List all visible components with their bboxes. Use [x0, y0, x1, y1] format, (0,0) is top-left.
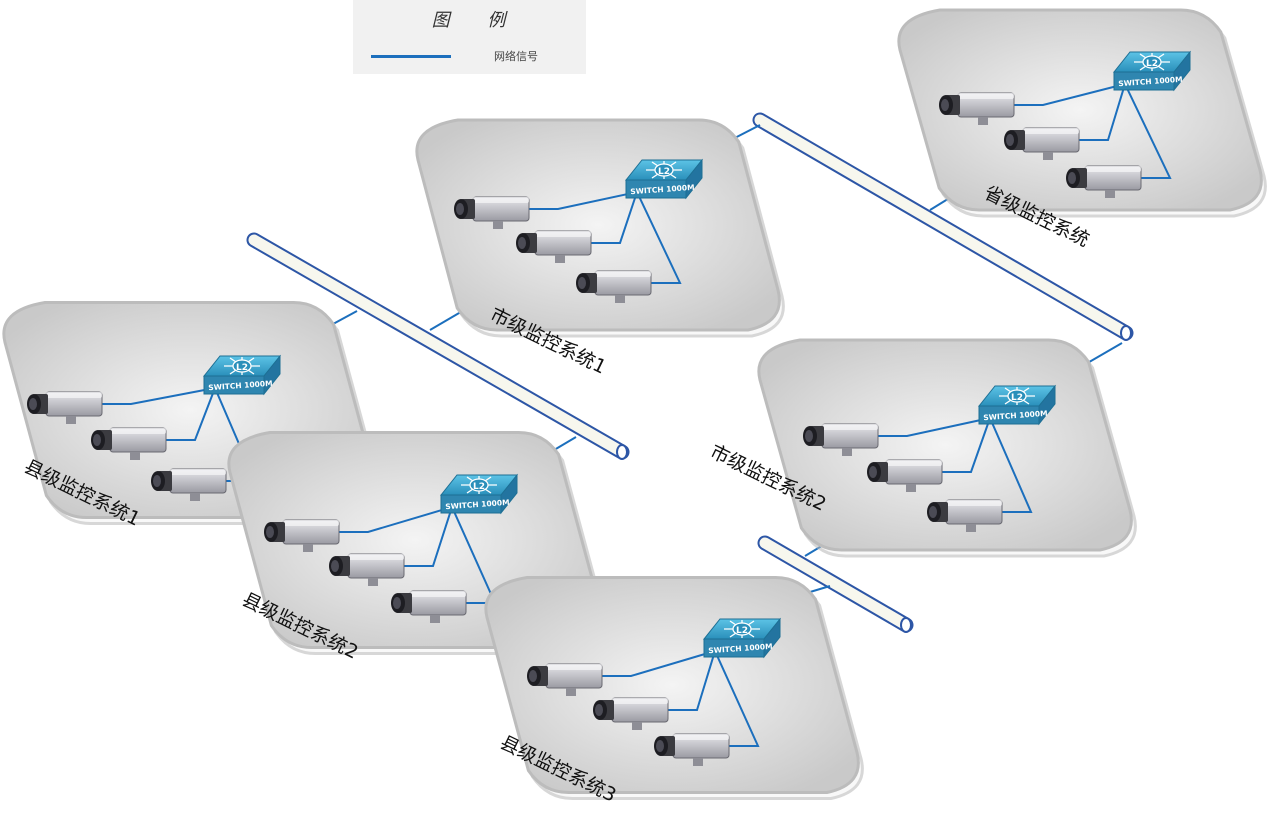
legend-title: 图 例	[431, 10, 522, 31]
switch-badge-text: L2	[473, 482, 485, 492]
backbone-pipe-county	[246, 232, 630, 460]
legend-network-line-swatch	[371, 55, 451, 58]
legend-network-label: 网络信号	[494, 50, 538, 63]
switch-model-text: SWITCH 1000M	[708, 642, 773, 655]
switch-model-text: SWITCH 1000M	[1118, 75, 1183, 88]
switch-badge-text: L2	[736, 626, 748, 636]
switch-model-text: SWITCH 1000M	[983, 409, 1048, 422]
switch-model-text: SWITCH 1000M	[630, 183, 695, 196]
legend-box: 图 例 网络信号	[353, 0, 586, 74]
switch-badge-text: L2	[1146, 59, 1158, 69]
switch-model-text: SWITCH 1000M	[445, 498, 510, 511]
switch-badge-text: L2	[658, 167, 670, 177]
backbone-pipe-lower	[757, 535, 914, 633]
switch-badge-text: L2	[1011, 393, 1023, 403]
switch-badge-text: L2	[236, 363, 248, 373]
backbone-pipe-upper	[752, 112, 1134, 341]
switch-model-text: SWITCH 1000M	[208, 379, 273, 392]
